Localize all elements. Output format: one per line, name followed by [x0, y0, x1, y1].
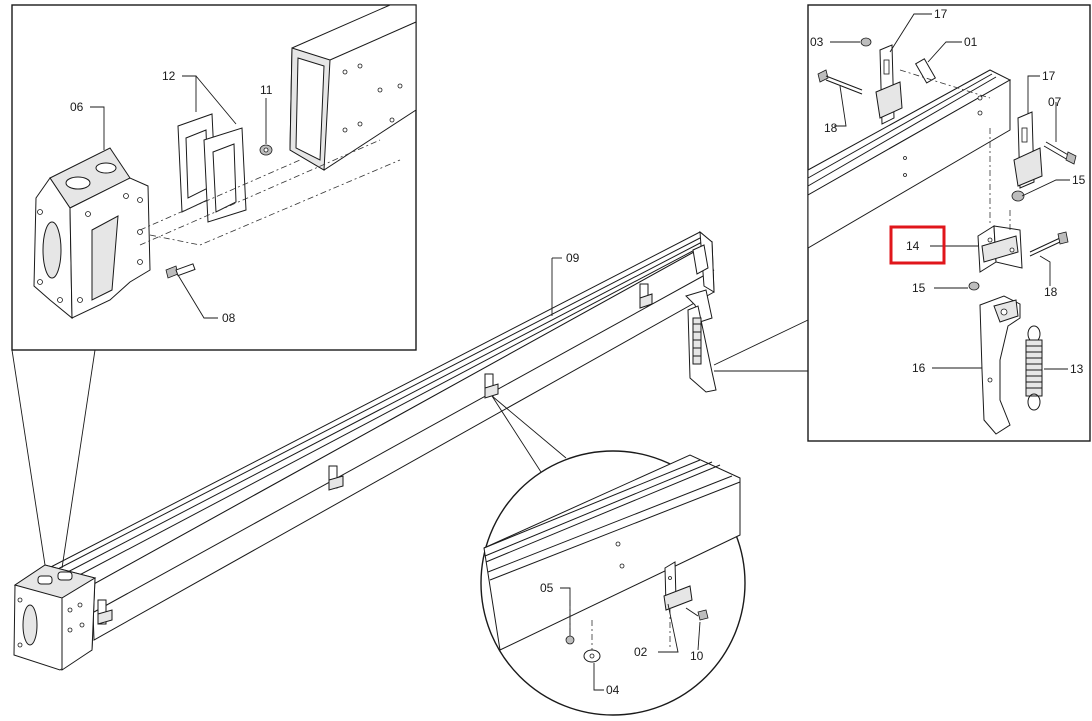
beam-end-segment: [289, 4, 417, 171]
part-18-bolt-top: [817, 69, 863, 95]
part-label-p17a: 17: [934, 7, 948, 21]
right-detail-box: [807, 4, 1091, 442]
part-14-hanger: [977, 225, 1023, 273]
part-label-p09: 09: [566, 251, 580, 265]
main-beam: [13, 230, 717, 671]
tine-assembly-on-beam: [685, 244, 717, 393]
beam-bracket: [97, 283, 653, 625]
part-13-spring: [1025, 325, 1043, 411]
part-label-p10: 10: [690, 649, 704, 663]
part-12-gaskets: [177, 113, 247, 223]
part-01-pin: [914, 58, 937, 84]
part-15-nut-upper: [1011, 190, 1025, 202]
part-label-p18b: 18: [1044, 285, 1058, 299]
part-10-bolt: [685, 607, 709, 621]
part-label-p12: 12: [162, 69, 176, 83]
highlight-box: [889, 225, 946, 265]
part-03-nut: [860, 37, 872, 47]
label-leaders: [90, 13, 1070, 691]
part-label-p17b: 17: [1042, 69, 1056, 83]
part-label-p02: 02: [634, 645, 648, 659]
part-label-p03: 03: [810, 35, 824, 49]
part-17-bracket-right: [1013, 111, 1043, 189]
part-label-p07: 07: [1048, 95, 1062, 109]
part-label-p01: 01: [964, 35, 978, 49]
part-06-end-mount: [33, 147, 151, 320]
part-label-p14: 14: [906, 239, 920, 253]
part-04-washer: [583, 649, 601, 663]
part-label-p13: 13: [1070, 362, 1084, 376]
part-label-p08: 08: [222, 311, 236, 325]
part-label-p15b: 15: [912, 281, 926, 295]
part-18-bolt-lower: [1029, 231, 1069, 257]
part-08-bolt: [165, 263, 196, 279]
part-label-p15a: 15: [1072, 173, 1086, 187]
magnifier-detail: [480, 395, 746, 716]
part-label-p04: 04: [606, 683, 620, 697]
part-07-bolt: [1043, 141, 1077, 165]
part-15-nut-lower: [968, 281, 980, 291]
part-02-bracket: [663, 561, 693, 611]
part-label-p05: 05: [540, 581, 554, 595]
part-label-p16: 16: [912, 361, 926, 375]
part-label-p11: 11: [260, 83, 273, 97]
part-05-nut: [565, 635, 575, 645]
left-detail-box: [11, 4, 417, 351]
part-labels: 06 12 11 08 09 03 17 01 17 07 18 15 14 15 18 16 13 05 02 10…: [70, 7, 1086, 697]
part-label-p18a: 18: [824, 121, 838, 135]
part-label-p06: 06: [70, 100, 84, 114]
end-mount-assembled: [13, 564, 97, 671]
beam-section: [807, 69, 1012, 249]
part-17-bracket-top: [875, 44, 903, 125]
part-11-nut: [259, 144, 273, 156]
part-16-tine: [979, 295, 1021, 435]
